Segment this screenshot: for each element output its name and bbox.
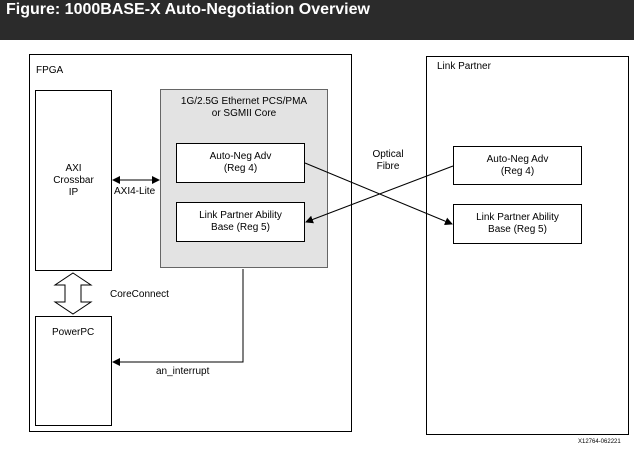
optical-line2: Fibre [376, 161, 400, 172]
core-title-line2: or SGMII Core [211, 108, 277, 119]
fpga-label: FPGA [36, 65, 64, 76]
core-reg4-line1: Auto-Neg Adv [209, 151, 272, 162]
link-partner-label: Link Partner [437, 61, 491, 72]
figure-id: X12764-062221 [578, 439, 621, 445]
axi4-lite-label: AXI4-Lite [114, 186, 156, 197]
lp-reg4-line2: (Reg 4) [500, 165, 535, 177]
core-reg5-box: Link Partner Ability Base (Reg 5) [176, 202, 305, 242]
an-interrupt-label: an_interrupt [156, 366, 210, 377]
axi-crossbar-box: AXI Crossbar IP [35, 90, 112, 271]
lp-reg5-box: Link Partner Ability Base (Reg 5) [453, 204, 582, 244]
link-partner-box [426, 56, 629, 435]
coreconnect-bus-arrow [53, 272, 93, 315]
core-reg5-line2: Base (Reg 5) [211, 222, 270, 233]
lp-reg5-line1: Link Partner Ability [476, 212, 559, 223]
powerpc-box [35, 316, 112, 426]
lp-reg4-to-core-reg5-arrow [305, 165, 454, 224]
figure-title-bar: Figure: 1000BASE-X Auto-Negotiation Over… [0, 0, 634, 40]
lp-reg4-line1: Auto-Neg Adv [486, 153, 549, 165]
core-title-line1: 1G/2.5G Ethernet PCS/PMA [180, 96, 308, 107]
core-reg4-box: Auto-Neg Adv (Reg 4) [176, 143, 305, 183]
core-reg5-line1: Link Partner Ability [199, 210, 282, 221]
diagram-canvas: FPGA AXI Crossbar IP PowerPC 1G/2.5G Eth… [0, 40, 634, 456]
connector-lines [53, 162, 454, 366]
axi-line1: AXI [65, 162, 82, 174]
powerpc-label: PowerPC [52, 327, 95, 338]
axi-line3: IP [68, 186, 79, 198]
lp-reg5-line2: Base (Reg 5) [488, 224, 547, 235]
core-reg4-line2: (Reg 4) [223, 163, 258, 174]
an-interrupt-arrow [112, 269, 244, 366]
core-reg4-to-lp-reg5-arrow [304, 162, 453, 226]
figure-title: Figure: 1000BASE-X Auto-Negotiation Over… [6, 1, 370, 18]
optical-line1: Optical [372, 149, 404, 160]
coreconnect-label: CoreConnect [110, 289, 169, 300]
axi-line2: Crossbar [53, 174, 94, 186]
lp-reg4-box: Auto-Neg Adv (Reg 4) [453, 146, 582, 185]
